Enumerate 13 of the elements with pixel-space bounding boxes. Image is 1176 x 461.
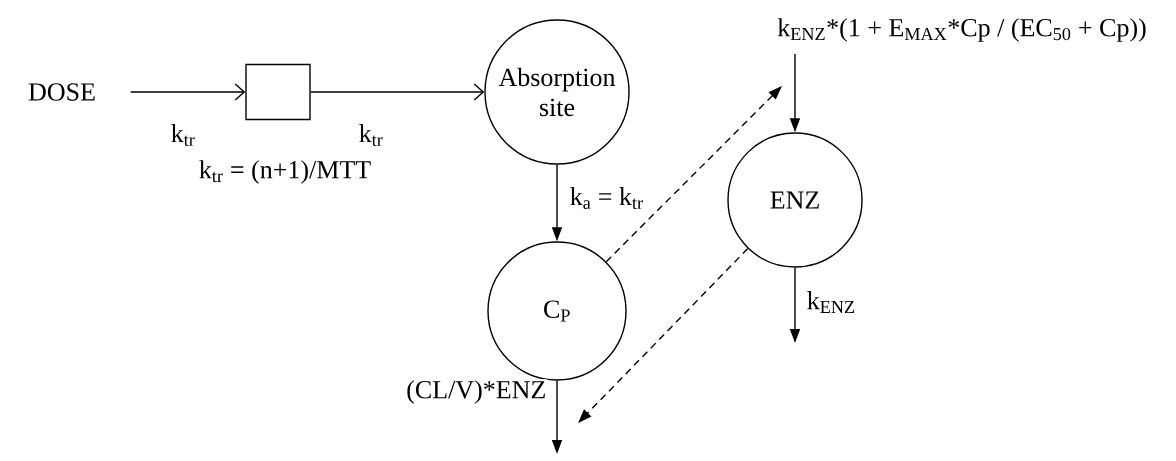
edge-label: k$_{tr}$ [169,123,197,147]
formula-label: k$_{tr}$ = (n+1)/MTT [199,160,371,184]
edge-label: k$_{a}$ = k$_{tr}$ [568,186,645,210]
compartment-box [245,63,311,121]
dose-label: DOSE [28,83,95,101]
arrow [578,247,749,423]
arrow [310,83,485,101]
edge-label: (CL/V)*ENZ [405,379,548,405]
arrow [605,86,782,263]
edge-label: k$_{ENZ}$ [805,290,857,314]
arrow [129,83,246,101]
edge-label: k$_{ENZ}$*(1 + E$_{MAX}$*Cp / (EC$_{50}$ + Cp)) [776,17,1148,43]
edge-label: k$_{tr}$ [357,123,385,147]
